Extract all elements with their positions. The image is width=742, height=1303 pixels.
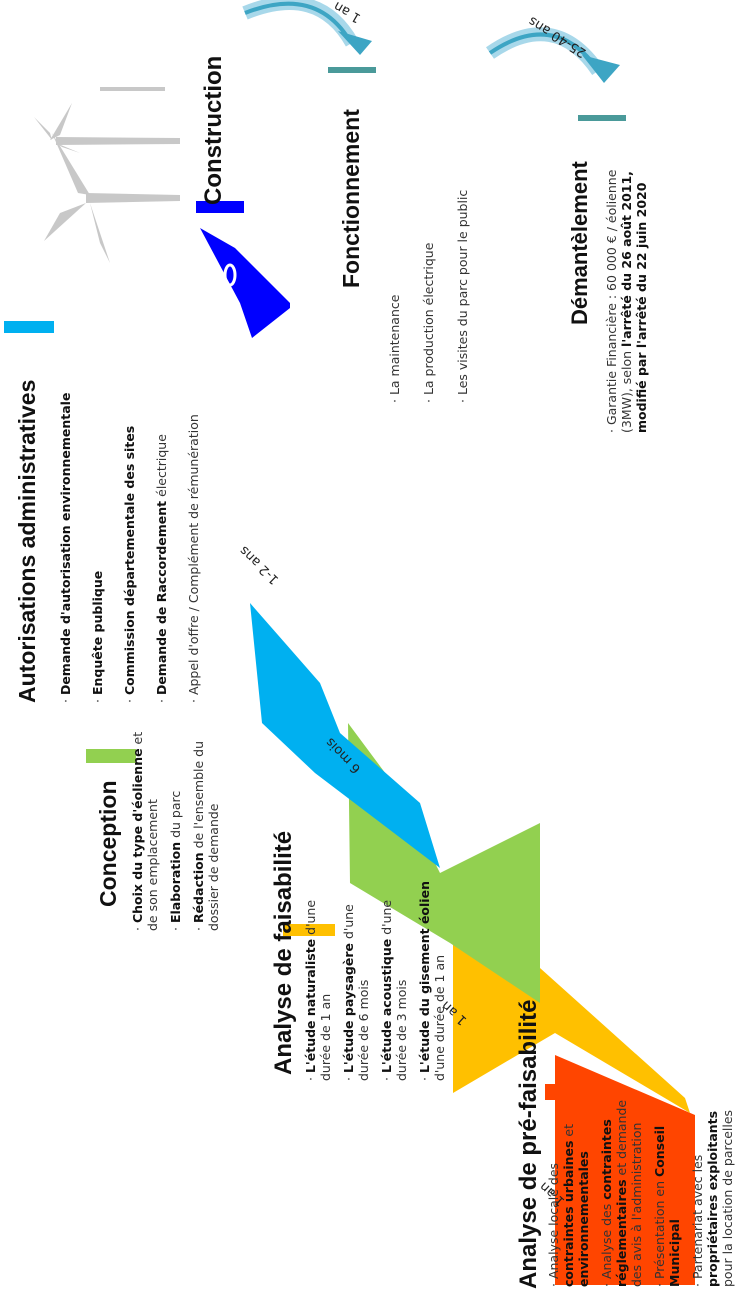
chevron-autorisations	[250, 603, 440, 868]
bullet: · L'étude paysagère d'une durée de 6 moi…	[341, 904, 371, 1081]
phase-demantelement: Démantèlement	[567, 130, 593, 325]
ring-conception	[397, 492, 423, 548]
bullets-pre-faisabilite: · Analyse locale des contraintes urbaine…	[546, 1091, 735, 1287]
bullets-demantelement: · Garantie Financière : 60 000 € / éolie…	[604, 123, 649, 433]
bullet: · Rédaction de l'ensemble du dossier de …	[191, 740, 221, 931]
bullet: · Choix du type d'éolienne et de son emp…	[130, 731, 160, 931]
phase-title-faisabilite: Analyse de faisabilité	[270, 830, 297, 1075]
bar-autorisations	[4, 321, 54, 333]
bullets-autorisations: · Demande d'autorisation environnemental…	[50, 323, 210, 703]
bullet: · La production électrique	[421, 242, 436, 403]
bar-construction	[196, 201, 244, 213]
wind-turbines-icon	[34, 87, 180, 263]
arrow-construction-icon	[242, 0, 372, 55]
bar-pre-faisabilite	[545, 1084, 595, 1100]
bullet: · Demande de Raccordement électrique	[154, 434, 169, 703]
phase-title-conception: Conception	[95, 780, 121, 908]
bullet: · L'étude du gisement éolien d'une durée…	[417, 881, 447, 1081]
bullet: · Analyse des contraintes réglementaires…	[599, 1099, 644, 1287]
bullet: · Présentation en Conseil Municipal	[652, 1125, 682, 1287]
phase-construction: Construction	[200, 5, 228, 205]
bullet: · Demande d'autorisation environnemental…	[58, 392, 73, 703]
chevron-construction	[200, 228, 290, 338]
bullets-fonctionnement: · La maintenance · La production électri…	[378, 73, 480, 403]
bullet: · Garantie Financière : 60 000 € / éolie…	[604, 169, 649, 433]
ring-faisabilite	[485, 633, 515, 693]
bar-conception	[86, 749, 136, 763]
phase-conception: Conception	[95, 727, 122, 908]
chevron-pre-faisabilite	[555, 1055, 695, 1285]
bar-faisabilite	[283, 924, 335, 936]
ring-pre-faisabilite	[583, 755, 617, 821]
phase-fonctionnement: Fonctionnement	[338, 73, 365, 288]
bullets-conception: · Choix du type d'éolienne et de son emp…	[130, 731, 221, 931]
bar-fonctionnement	[328, 67, 376, 73]
bullet: · Partenariat avec les propriétaires exp…	[690, 1109, 735, 1287]
arrow-fonctionnement-icon	[486, 27, 620, 83]
bullet: · Enquête publique	[90, 570, 105, 703]
bullet: · L'étude acoustique d'une durée de 3 mo…	[379, 899, 409, 1081]
bullet: · Les visites du parc pour le public	[455, 189, 470, 403]
phase-title-demantelement: Démantèlement	[567, 161, 592, 325]
ring-construction	[223, 263, 237, 287]
bullet: · La maintenance	[387, 294, 402, 403]
phase-title-autorisations: Autorisations administratives	[14, 379, 40, 703]
bullets-faisabilite: · L'étude naturaliste d'une durée de 1 a…	[303, 881, 447, 1081]
bullet: · L'étude naturaliste d'une durée de 1 a…	[303, 899, 333, 1081]
bullet: · Elaboration du parc	[168, 790, 183, 931]
bullet: · Commission départementale des sites	[122, 425, 137, 703]
bar-demantelement	[578, 115, 626, 121]
phase-autorisations: Autorisations administratives	[14, 323, 41, 703]
ring-autorisations	[305, 370, 325, 416]
phase-title-fonctionnement: Fonctionnement	[338, 109, 364, 288]
phase-faisabilite: Analyse de faisabilité	[270, 830, 298, 1075]
bullet: · Appel d'offre / Complément de rémunéra…	[186, 414, 201, 703]
phase-title-construction: Construction	[200, 55, 227, 205]
